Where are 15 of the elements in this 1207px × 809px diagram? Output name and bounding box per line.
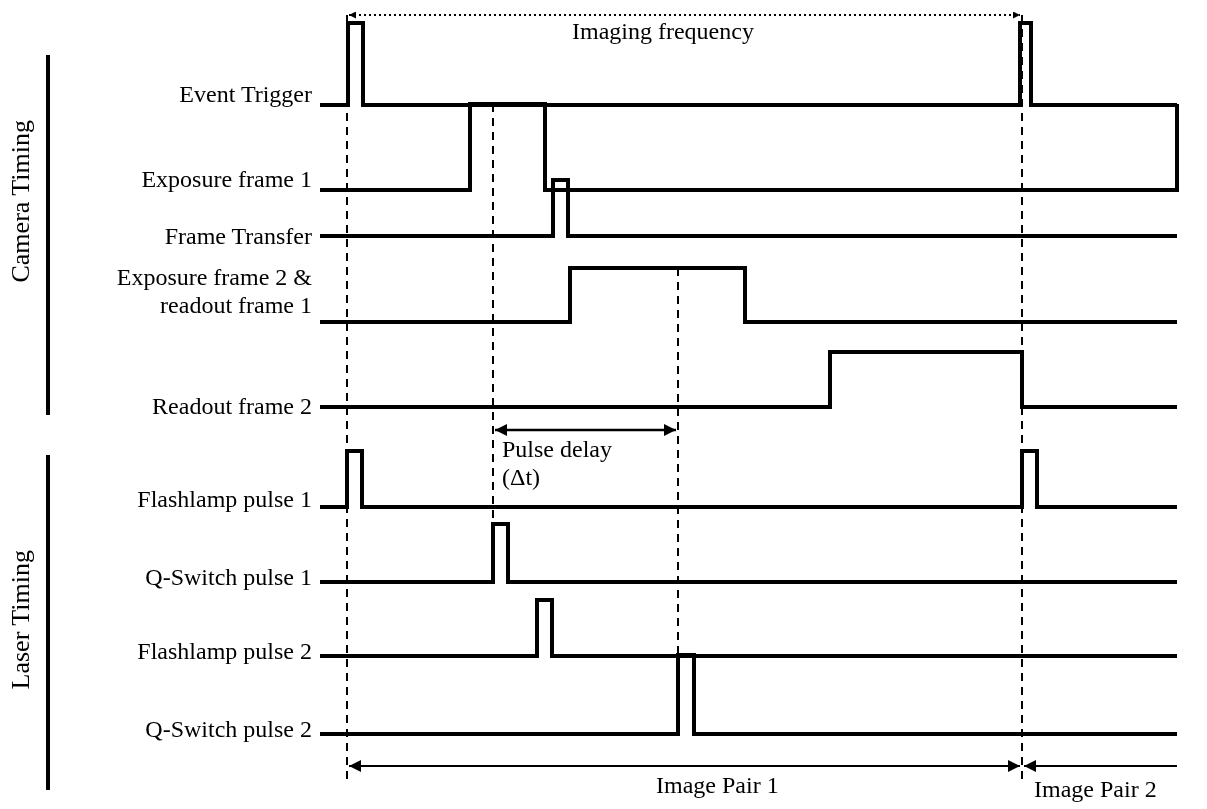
signal-label: Exposure frame 2 & readout frame 1 xyxy=(115,264,312,320)
signal-label: Flashlamp pulse 2 xyxy=(136,638,312,666)
signal-label: Readout frame 2 xyxy=(151,393,312,421)
dimension-label: Pulse delay (Δt) xyxy=(502,436,613,492)
signal-label: Event Trigger xyxy=(178,81,312,109)
dimension-label: Image Pair 2 xyxy=(1034,776,1157,804)
group-label: Camera Timing xyxy=(8,120,34,283)
signal-label: Exposure frame 1 xyxy=(140,166,312,194)
signal-label: Frame Transfer xyxy=(163,223,312,251)
signal-label: Q-Switch pulse 1 xyxy=(144,564,312,592)
signal-label: Flashlamp pulse 1 xyxy=(136,486,312,514)
dimension-label: Image Pair 1 xyxy=(656,772,779,800)
signal-label: Q-Switch pulse 2 xyxy=(144,716,312,744)
dimension-label: Imaging frequency xyxy=(572,18,754,46)
group-label: Laser Timing xyxy=(8,550,34,690)
